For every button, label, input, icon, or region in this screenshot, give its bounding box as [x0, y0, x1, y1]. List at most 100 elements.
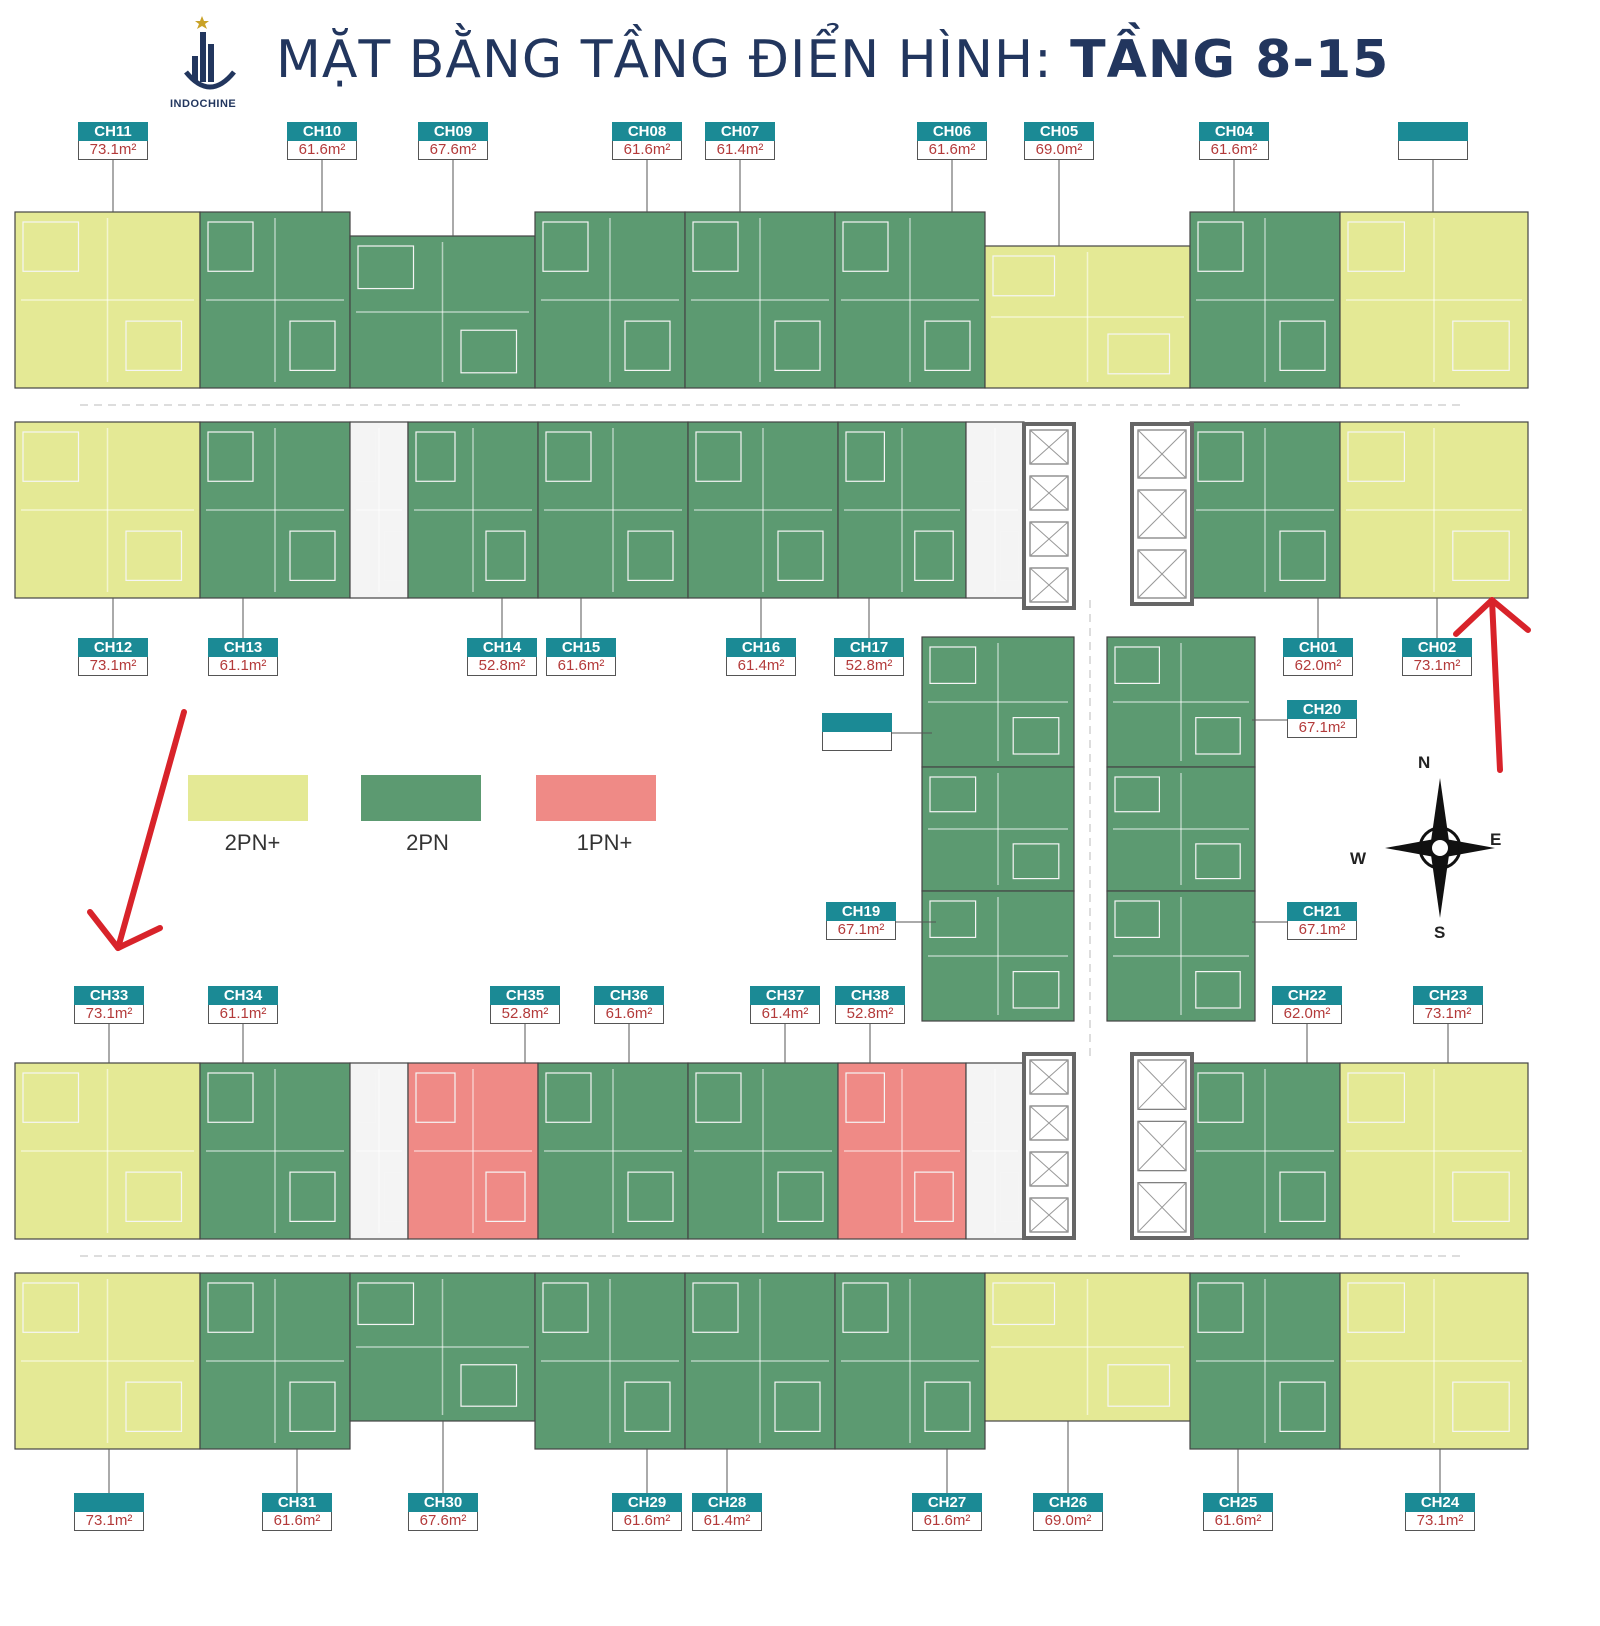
stair-north-west-room	[384, 530, 403, 581]
title-floors: TẦNG 8-15	[1070, 30, 1390, 90]
unit-ch36-room	[545, 1072, 592, 1123]
unit-tag	[1398, 122, 1468, 160]
unit-ch25-room	[1279, 1381, 1326, 1432]
unit-code: CH20	[1287, 700, 1357, 719]
unit-ch34-room	[289, 1171, 336, 1222]
unit-ch05-room	[992, 255, 1056, 297]
unit-ch22-room	[1197, 1072, 1244, 1123]
unit-ch26-room	[1107, 1364, 1171, 1407]
unit-area: 62.0m²	[1283, 657, 1353, 676]
elevator-core-south-east-shaft-x	[1137, 1182, 1187, 1233]
unit-ch18b-room	[1012, 843, 1060, 880]
unit-area: 61.6m²	[612, 1512, 682, 1531]
unit-area: 61.1m²	[208, 1005, 278, 1024]
unit-ch17-room	[914, 530, 954, 581]
unit-ch29-room	[542, 1282, 589, 1333]
unit-ch19-room	[1012, 970, 1060, 1009]
unit-area: 73.1m²	[1402, 657, 1472, 676]
unit-ch01-room	[1279, 530, 1326, 581]
unit-ch13-room	[207, 431, 254, 482]
unit-code: CH14	[467, 638, 537, 657]
unit-area: 61.6m²	[612, 141, 682, 160]
unit-ch38-room	[914, 1171, 954, 1222]
unit-area: 61.6m²	[594, 1005, 664, 1024]
unit-area: 52.8m²	[835, 1005, 905, 1024]
unit-area	[822, 732, 892, 751]
legend-label-2pn-plus: 2PN+	[224, 830, 281, 855]
unit-area: 61.6m²	[262, 1512, 332, 1531]
elevator-core-north-east-shaft-x	[1137, 489, 1187, 539]
unit-area: 67.1m²	[826, 921, 896, 940]
unit-code: CH26	[1033, 1493, 1103, 1512]
unit-ch01-room	[1197, 431, 1244, 482]
unit-ch28-room	[774, 1381, 821, 1432]
elevator-core-north-west-shaft-x	[1029, 521, 1069, 557]
stair-south-west-room	[384, 1171, 403, 1222]
unit-code: CH28	[692, 1493, 762, 1512]
unit-ch32-room	[22, 1282, 80, 1333]
unit-area: 69.0m²	[1033, 1512, 1103, 1531]
unit-tag	[822, 713, 892, 751]
unit-ch03-room	[1452, 320, 1510, 371]
unit-ch33-room	[22, 1072, 80, 1123]
arrow-head-down	[87, 909, 163, 951]
legend-swatch-2pn-plus	[188, 775, 308, 821]
unit-ch27-room	[842, 1282, 889, 1333]
legend-label-2pn: 2PN	[406, 830, 449, 855]
indochine-logo-icon	[184, 16, 236, 90]
elevator-core-south-east-shaft-x	[1137, 1120, 1187, 1172]
stair-south-west-room	[357, 1072, 376, 1123]
unit-code: CH15	[546, 638, 616, 657]
page-title: MẶT BẰNG TẦNG ĐIỂN HÌNH: TẦNG 8-15	[276, 30, 1389, 90]
unit-ch37-room	[777, 1171, 824, 1222]
unit-ch04-room	[1197, 221, 1244, 272]
unit-code: CH33	[74, 986, 144, 1005]
unit-ch21-room	[1114, 900, 1161, 939]
unit-ch23-room	[1452, 1171, 1510, 1222]
unit-code: CH38	[835, 986, 905, 1005]
unit-ch07-room	[774, 320, 821, 371]
elevator-core-north-west-shaft-x	[1029, 567, 1069, 603]
stair-north-core-room	[973, 431, 992, 482]
unit-ch08-room	[624, 320, 671, 371]
unit-code: CH19	[826, 902, 896, 921]
unit-code: CH31	[262, 1493, 332, 1512]
elevator-core-south-west-shaft-x	[1029, 1105, 1069, 1141]
unit-ch12-room	[125, 530, 183, 581]
unit-area: 61.4m²	[705, 141, 775, 160]
unit-area: 61.6m²	[1203, 1512, 1273, 1531]
legend-swatch-2pn	[361, 775, 481, 821]
unit-ch26-room	[992, 1282, 1056, 1326]
unit-ch20b-room	[1195, 843, 1241, 880]
unit-ch18-room	[1012, 716, 1060, 755]
unit-code: CH17	[834, 638, 904, 657]
unit-ch06-room	[842, 221, 889, 272]
unit-ch03-room	[1347, 221, 1406, 272]
unit-ch25-room	[1197, 1282, 1244, 1333]
unit-ch11-room	[125, 320, 183, 371]
unit-area: 52.8m²	[834, 657, 904, 676]
unit-ch20-room	[1195, 716, 1241, 755]
unit-code: CH16	[726, 638, 796, 657]
unit-ch10-room	[289, 320, 336, 371]
compass-label-n: N	[1418, 753, 1430, 772]
